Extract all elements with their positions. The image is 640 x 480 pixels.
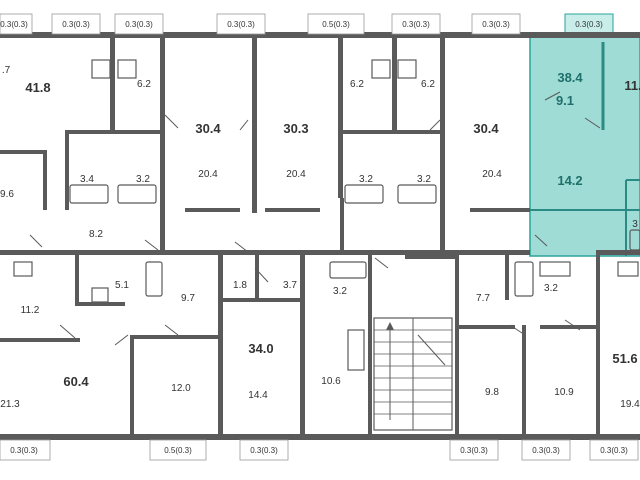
room-area: .7 [2,65,11,76]
unit-total-area: 11. [624,78,640,93]
balcony-label: 0.5(0.3) [164,446,192,455]
staircase [373,317,453,431]
interior-walls [0,38,600,434]
balconies-top: 0.3(0.3) 0.3(0.3) 0.3(0.3) 0.3(0.3) 0.5(… [0,13,603,35]
highlighted-unit[interactable] [529,13,640,257]
room-area: 3.4 [80,174,94,185]
room-area: 11.2 [21,305,40,316]
room-area: 3.2 [417,174,431,185]
room-area: 3.2 [333,286,347,297]
balcony-label: 0.3(0.3) [227,20,255,29]
unit-total-area: 41.8 [25,80,50,95]
balcony-label: 0.3(0.3) [460,446,488,455]
room-area: 7.7 [476,293,490,304]
room-area: 10.6 [321,376,341,387]
highlighted-unit-total: 38.4 [557,70,583,85]
room-area: 20.4 [198,169,218,180]
exterior-walls [0,32,640,440]
room-area: 9.7 [181,293,195,304]
unit-total-area: 34.0 [248,341,273,356]
room-area: 6.2 [421,79,435,90]
balcony-label: 0.3(0.3) [62,20,90,29]
unit-total-area: 60.4 [63,374,89,389]
room-area: 5.1 [115,280,129,291]
room-area: 1.8 [233,280,247,291]
unit-total-area: 30.4 [195,121,221,136]
room-area: 9.8 [485,387,499,398]
room-area: 3.2 [544,283,558,294]
room-area: 8.2 [89,229,103,240]
balcony-label: 0.3(0.3) [532,446,560,455]
door-swings [29,91,601,346]
balcony-label: 0.3(0.3) [402,20,430,29]
room-area: 20.4 [286,169,306,180]
room-area: 20.4 [482,169,502,180]
room-area: 3 [632,219,638,230]
room-area: 6.2 [350,79,364,90]
room-area: 21.3 [0,399,20,410]
balcony-label: 0.3(0.3) [482,20,510,29]
room-area: 19.4 [620,399,640,410]
highlighted-room-area: 14.2 [557,173,582,188]
room-area: 3.2 [359,174,373,185]
balcony-label: 0.3(0.3) [0,20,28,29]
unit-total-area: 51.6 [612,351,637,366]
unit-total-area: 30.4 [473,121,499,136]
room-area: 10.9 [554,387,574,398]
bath-fixtures [13,59,640,371]
highlighted-room-area: 9.1 [556,93,574,108]
unit-total-area: 30.3 [283,121,308,136]
room-area: 3.2 [136,174,150,185]
balcony-label: 0.3(0.3) [10,446,38,455]
balcony-label: 0.3(0.3) [575,20,603,29]
room-area: 14.4 [248,390,268,401]
balcony-label: 0.3(0.3) [600,446,628,455]
balcony-label: 0.3(0.3) [250,446,278,455]
balcony-label: 0.3(0.3) [125,20,153,29]
room-area: 3.7 [283,280,297,291]
balcony-label: 0.5(0.3) [322,20,350,29]
room-area: 9.6 [0,189,14,200]
balconies-bottom: 0.3(0.3) 0.5(0.3) 0.3(0.3) 0.3(0.3) 0.3(… [0,439,639,461]
room-area: 12.0 [171,383,191,394]
room-area: 6.2 [137,79,151,90]
